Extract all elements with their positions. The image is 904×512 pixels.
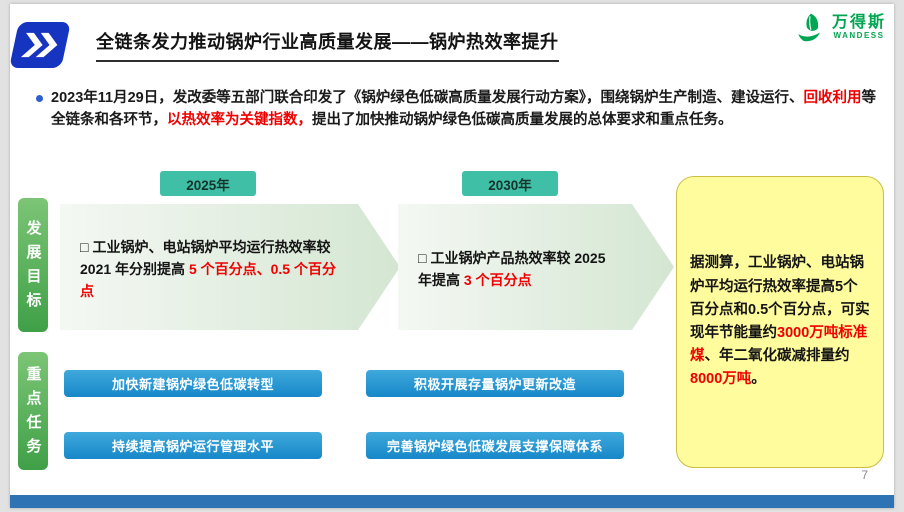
year-chip-2025: 2025年: [160, 171, 256, 196]
page-number: 7: [861, 468, 868, 482]
task-pill-stock-boiler-renewal: 积极开展存量锅炉更新改造: [366, 370, 624, 397]
intro-segment: 等全链条和各环节，: [51, 90, 876, 128]
summary-segment: 。: [751, 371, 766, 388]
intro-segment-red: 以热效率为关键指数，: [167, 111, 312, 128]
task-pill-new-boiler-transition: 加快新建锅炉绿色低碳转型: [64, 370, 322, 397]
logo-text-block: 万得斯 WANDESS: [831, 14, 886, 41]
intro-segment: 2023年11月29日，发改委等五部门联合印发了《锅炉绿色低碳高质量发展行动方案…: [51, 90, 804, 106]
intro-segment: 提出了加快推动锅炉绿色低碳高质量发展的总体要求和重点任务。: [312, 111, 733, 128]
checkbox-bullet-icon: □: [418, 250, 427, 267]
arrow-segment: 工业锅炉、电站锅炉平均运行热效率较 2021 年分别提高: [80, 239, 331, 278]
chevron-glyphs: [20, 32, 58, 58]
intro-text: 2023年11月29日，发改委等五部门联合印发了《锅炉绿色低碳高质量发展行动方案…: [51, 88, 884, 132]
logo-name: 万得斯: [831, 14, 886, 32]
summary-segment: 、年二氧化碳减排量约: [704, 348, 850, 365]
wandess-logo: 万得斯 WANDESS: [792, 10, 886, 46]
task-pill-operation-management: 持续提高锅炉运行管理水平: [64, 432, 322, 459]
bottom-accent-bar: [10, 495, 894, 508]
bullet-icon: [36, 95, 43, 102]
slide: 全链条发力推动锅炉行业高质量发展——锅炉热效率提升 万得斯 WANDESS 20…: [9, 4, 894, 508]
double-chevron-icon: [9, 22, 71, 68]
checkbox-bullet-icon: □: [80, 239, 89, 256]
page-title: 全链条发力推动锅炉行业高质量发展——锅炉热效率提升: [96, 28, 559, 62]
arrow-segment: 工业锅炉产品热效率较 2025 年提高: [418, 250, 606, 288]
logo-subtext: WANDESS: [833, 31, 885, 41]
summary-segment-red: 3000万吨标准煤: [690, 325, 868, 365]
summary-text: 据测算，工业锅炉、电站锅炉平均运行热效率提高5个百分点和0.5个百分点，可实现年…: [690, 252, 870, 391]
task-pill-support-system: 完善锅炉绿色低碳发展支撑保障体系: [366, 432, 624, 459]
arrow-2030-text: □工业锅炉产品热效率较 2025 年提高 3 个百分点: [418, 248, 616, 291]
arrow-2025-text: □工业锅炉、电站锅炉平均运行热效率较 2021 年分别提高 5 个百分点、0.5…: [80, 237, 338, 302]
summary-segment: 据测算，工业锅炉、电站锅炉平均运行热效率提高5个百分点和0.5个百分点，可实现年…: [690, 255, 870, 341]
arrow-segment-red: 3 个百分点: [463, 272, 532, 288]
year-chip-2030: 2030年: [462, 171, 558, 196]
side-label-development-goals: 发展目标: [18, 198, 48, 332]
timeline-arrow-2025: □工业锅炉、电站锅炉平均运行热效率较 2021 年分别提高 5 个百分点、0.5…: [60, 204, 400, 330]
leaf-icon: [798, 13, 820, 42]
side-label-key-tasks: 重点任务: [18, 352, 48, 470]
intro-segment-red: 回收利用: [803, 90, 862, 106]
timeline-arrow-2030: □工业锅炉产品热效率较 2025 年提高 3 个百分点: [398, 204, 674, 330]
intro-paragraph: 2023年11月29日，发改委等五部门联合印发了《锅炉绿色低碳高质量发展行动方案…: [36, 88, 884, 132]
summary-segment-red: 8000万吨: [690, 371, 752, 388]
arrow-segment-red: 5 个百分点、0.5 个百分点: [80, 261, 336, 299]
summary-note: 据测算，工业锅炉、电站锅炉平均运行热效率提高5个百分点和0.5个百分点，可实现年…: [676, 176, 884, 468]
